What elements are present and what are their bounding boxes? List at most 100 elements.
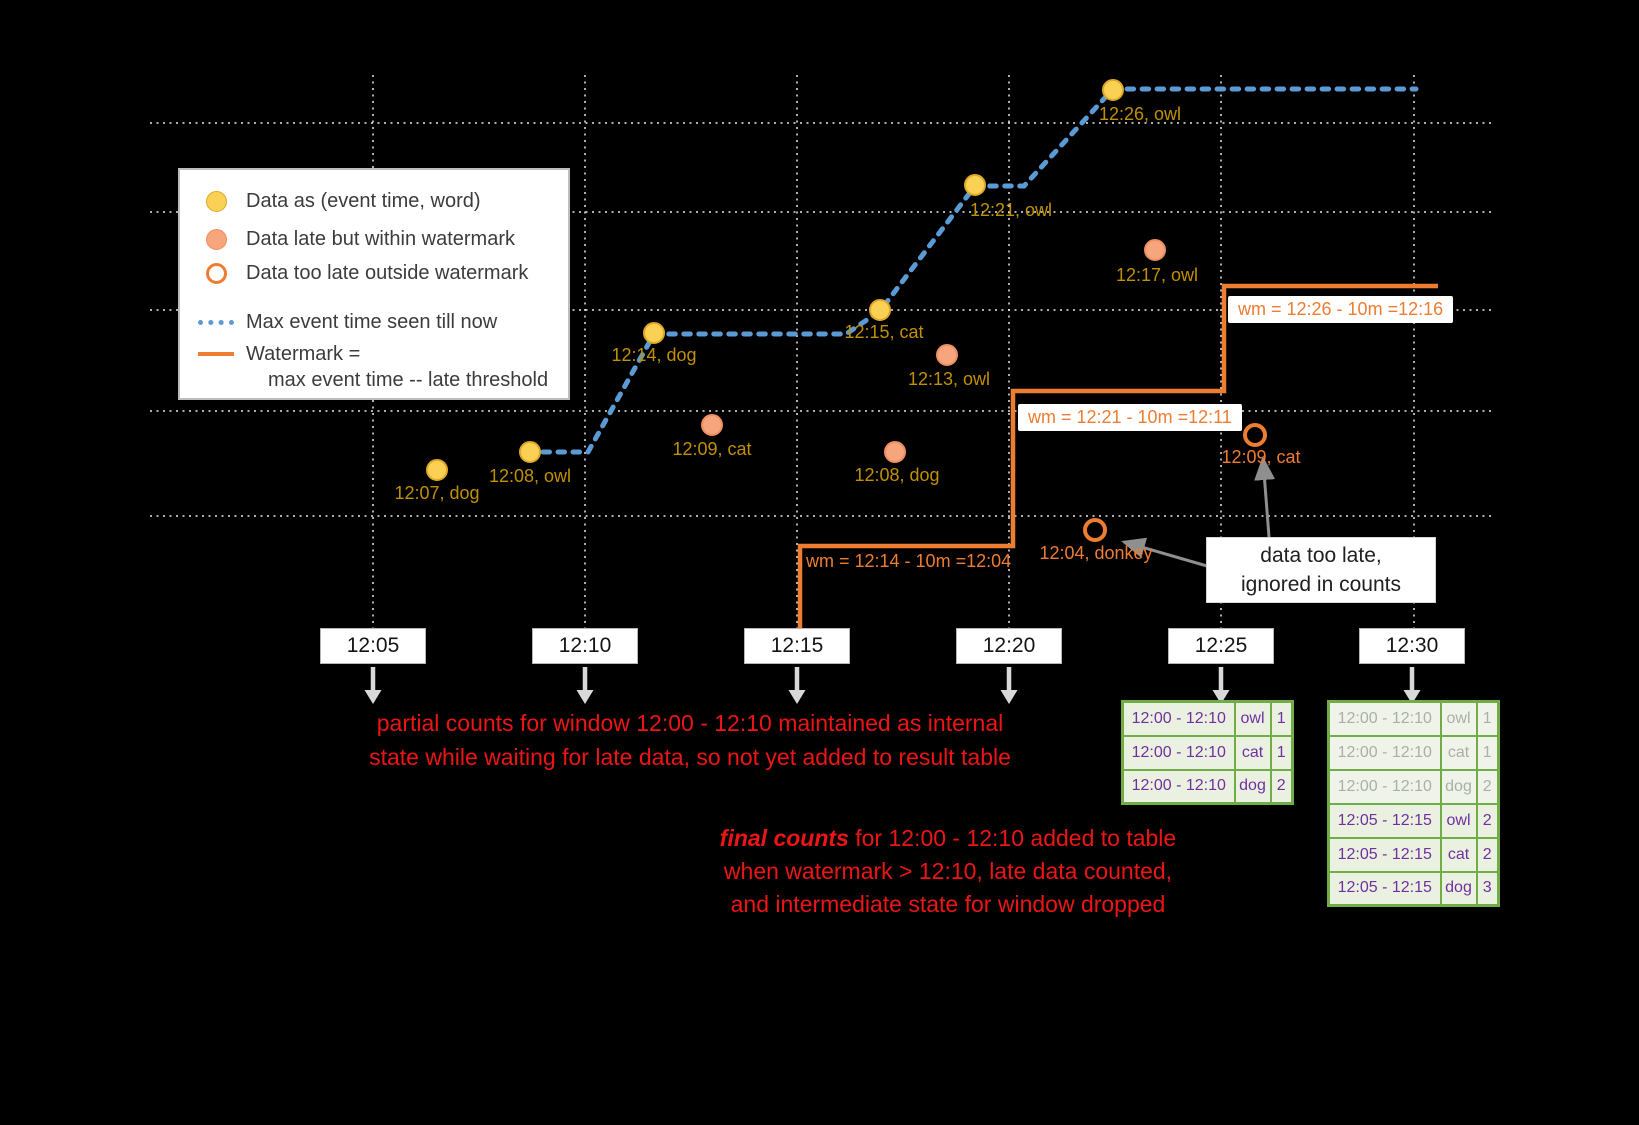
table-row: 12:05 - 12:15 owl 2 <box>1327 802 1500 839</box>
table-row: 12:05 - 12:15 dog 3 <box>1327 870 1500 907</box>
grid-lines <box>150 75 1491 632</box>
count-cell: 3 <box>1475 870 1500 907</box>
too-late-note: data too late, ignored in counts <box>1206 537 1436 603</box>
final-counts-annotation: final counts for 12:00 - 12:10 added to … <box>698 822 1198 921</box>
legend-item-watermark: Watermark = <box>180 341 562 367</box>
word-cell: owl <box>1439 802 1478 839</box>
count-cell: 2 <box>1475 802 1500 839</box>
data-point-event <box>964 174 986 196</box>
window-cell: 12:05 - 12:15 <box>1327 802 1442 839</box>
word-cell: owl <box>1233 700 1272 737</box>
max-event-time-line <box>540 86 1419 455</box>
legend-label: Data as (event time, word) <box>246 189 481 212</box>
annotation-line: partial counts for window 12:00 - 12:10 … <box>376 710 1004 736</box>
point-label: 12:21, owl <box>969 200 1053 220</box>
window-cell: 12:00 - 12:10 <box>1327 734 1442 771</box>
table-row: 12:00 - 12:10 dog 2 <box>1121 768 1294 805</box>
annotation-line: and intermediate state for window droppe… <box>730 891 1166 917</box>
data-point-event <box>869 299 891 321</box>
legend-label: Watermark = <box>246 342 361 365</box>
annotation-text: for 12:00 - 12:10 added to table <box>848 825 1177 851</box>
late-point-icon <box>198 228 234 250</box>
data-point-late <box>884 441 906 463</box>
point-label: 12:15, cat <box>844 322 924 342</box>
final-counts-emphasis: final counts <box>719 825 849 851</box>
axis-label-1220: 12:20 <box>956 628 1062 664</box>
point-label: 12:07, dog <box>394 483 480 503</box>
word-cell: owl <box>1439 700 1478 737</box>
legend-item-event: Data as (event time, word) <box>180 188 562 214</box>
data-point-late <box>1144 239 1166 261</box>
result-table-1230: 12:00 - 12:10 owl 1 12:00 - 12:10 cat 1 … <box>1327 700 1500 907</box>
table-row: 12:00 - 12:10 cat 1 <box>1121 734 1294 771</box>
table-row-dropped: 12:00 - 12:10 cat 1 <box>1327 734 1500 771</box>
count-cell: 2 <box>1269 768 1294 805</box>
point-label: 12:08, dog <box>854 465 940 485</box>
data-point-event <box>1102 79 1124 101</box>
word-cell: cat <box>1439 734 1478 771</box>
point-label: 12:09, cat <box>1221 447 1301 467</box>
count-cell: 2 <box>1475 768 1500 805</box>
count-cell: 2 <box>1475 836 1500 873</box>
note-line: data too late, <box>1260 544 1382 567</box>
data-point-late <box>936 344 958 366</box>
point-label: 12:04, donkey <box>1039 543 1153 563</box>
word-cell: dog <box>1439 768 1478 805</box>
word-cell: cat <box>1233 734 1272 771</box>
count-cell: 1 <box>1475 700 1500 737</box>
annotation-line: state while waiting for late data, so no… <box>369 744 1011 770</box>
point-label: 12:13, owl <box>907 369 991 389</box>
too-late-point-icon <box>198 262 234 284</box>
count-cell: 1 <box>1269 734 1294 771</box>
table-row: 12:05 - 12:15 cat 2 <box>1327 836 1500 873</box>
point-label: 12:08, owl <box>488 466 572 486</box>
watermark-line <box>797 283 1438 632</box>
window-cell: 12:05 - 12:15 <box>1327 836 1442 873</box>
count-cell: 1 <box>1475 734 1500 771</box>
axis-arrows <box>364 667 1421 704</box>
window-cell: 12:05 - 12:15 <box>1327 870 1442 907</box>
axis-label-1205: 12:05 <box>320 628 426 664</box>
axis-label-1230: 12:30 <box>1359 628 1465 664</box>
word-cell: cat <box>1439 836 1478 873</box>
window-cell: 12:00 - 12:10 <box>1327 768 1442 805</box>
watermark-label-3: wm = 12:26 - 10m =12:16 <box>1228 296 1454 323</box>
legend-label-watermark-line2: max event time -- late threshold <box>268 369 549 391</box>
legend-item-late: Data late but within watermark <box>180 226 562 252</box>
data-point-event <box>426 459 448 481</box>
point-label: 12:17, owl <box>1115 265 1199 285</box>
legend-label: Data late but within watermark <box>246 227 516 250</box>
word-cell: dog <box>1233 768 1272 805</box>
axis-label-1225: 12:25 <box>1168 628 1274 664</box>
note-arrows <box>1121 456 1276 568</box>
table-row-dropped: 12:00 - 12:10 dog 2 <box>1327 768 1500 805</box>
window-cell: 12:00 - 12:10 <box>1327 700 1442 737</box>
point-label: 12:14, dog <box>611 345 697 365</box>
axis-label-1215: 12:15 <box>744 628 850 664</box>
point-label: 12:26, owl <box>1098 104 1182 124</box>
partial-counts-annotation: partial counts for window 12:00 - 12:10 … <box>330 706 1050 774</box>
data-point-late <box>701 414 723 436</box>
table-row: 12:00 - 12:10 owl 1 <box>1121 700 1294 737</box>
annotation-line: when watermark > 12:10, late data counte… <box>723 858 1173 884</box>
point-label: 12:09, cat <box>672 439 752 459</box>
window-cell: 12:00 - 12:10 <box>1121 700 1236 737</box>
legend-label: Max event time seen till now <box>246 310 498 333</box>
word-cell: dog <box>1439 870 1478 907</box>
legend: Data as (event time, word) Data late but… <box>178 168 570 400</box>
legend-label: Data too late outside watermark <box>246 261 529 284</box>
annotation-line: final counts for 12:00 - 12:10 added to … <box>698 822 1198 855</box>
data-point-too-late <box>1243 423 1267 447</box>
data-point-event <box>643 322 665 344</box>
axis-label-1210: 12:10 <box>532 628 638 664</box>
result-table-1225: 12:00 - 12:10 owl 1 12:00 - 12:10 cat 1 … <box>1121 700 1294 805</box>
note-line: ignored in counts <box>1241 573 1401 596</box>
table-row-dropped: 12:00 - 12:10 owl 1 <box>1327 700 1500 737</box>
legend-item-max-event: Max event time seen till now <box>180 309 562 335</box>
watermark-label-2: wm = 12:21 - 10m =12:11 <box>1018 404 1242 431</box>
legend-item-too-late: Data too late outside watermark <box>180 260 562 286</box>
data-point-event <box>519 441 541 463</box>
watermark-label-1: wm = 12:14 - 10m =12:04 <box>806 551 1012 571</box>
event-point-icon <box>198 190 234 212</box>
